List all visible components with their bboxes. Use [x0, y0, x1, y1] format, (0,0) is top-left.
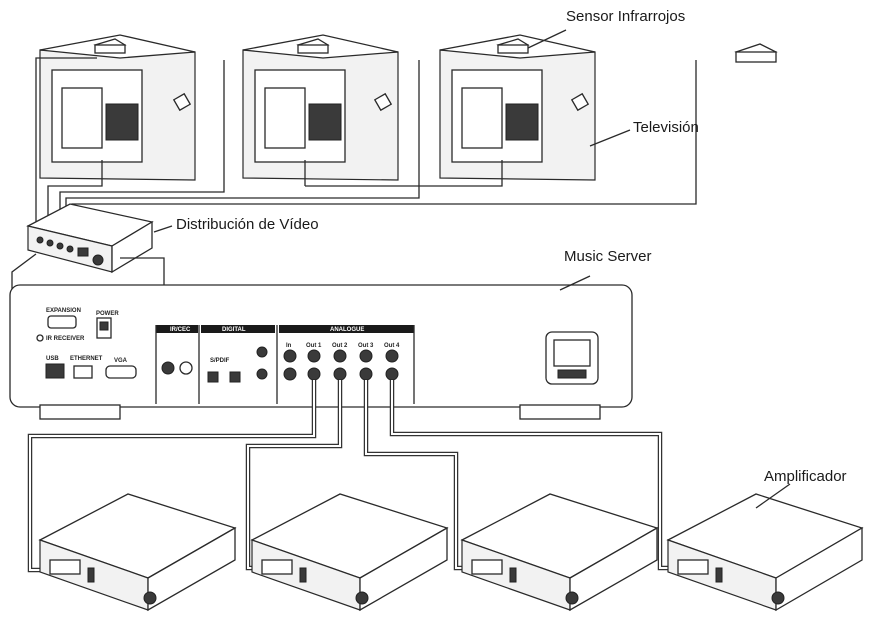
audio-cables: [27, 380, 674, 573]
amplifier-3: [460, 493, 659, 612]
analogue-label: ANALOGUE: [330, 327, 364, 333]
spdif-out-port: [229, 371, 241, 383]
spdif-in-port: [207, 371, 219, 383]
vga-port: [105, 365, 137, 379]
analogue-in-label: In: [286, 343, 292, 349]
power-socket: [545, 331, 599, 385]
ethernet-port: [73, 365, 93, 379]
digital-coax-1: [256, 346, 268, 358]
amp-3-connector: [471, 559, 503, 575]
spdif-label: S/PDIF: [210, 358, 230, 364]
ethernet-label: ETHERNET: [70, 356, 103, 362]
digital-coax-2: [256, 368, 268, 380]
amplifier-2: [250, 493, 449, 612]
amplifier-1: [38, 493, 237, 612]
out1-label: Out 1: [306, 343, 322, 349]
amplifier-4: [666, 493, 864, 612]
analogue-header: [279, 325, 414, 333]
vga-label: VGA: [114, 358, 128, 364]
ircec-header: [156, 325, 198, 333]
video-distribution-label: Distribución de Vídeo: [176, 216, 319, 233]
music-server-label: Music Server: [564, 248, 652, 265]
music-server: IR/CEC DIGITAL ANALOGUE EXPANSION POWER …: [9, 275, 633, 420]
video-distribution-box: [26, 203, 173, 274]
digital-label: DIGITAL: [222, 327, 246, 333]
ir-cec-port-2: [179, 361, 193, 375]
television-3: [439, 34, 596, 181]
usb-label: USB: [46, 356, 59, 362]
television-leader: [589, 129, 631, 147]
sensor-label: Sensor Infrarrojos: [566, 8, 686, 25]
amp-2-connector: [261, 559, 293, 575]
amplifier-label: Amplificador: [764, 468, 847, 485]
power-label: POWER: [96, 311, 119, 317]
television-1: [39, 34, 196, 181]
ir-cec-port-1: [161, 361, 175, 375]
ir-sensor-4: [734, 43, 778, 63]
television-label: Televisión: [633, 119, 699, 136]
ir-sensor-1: [93, 38, 127, 54]
out2-label: Out 2: [332, 343, 348, 349]
expansion-port: [47, 315, 77, 329]
ir-receiver-jack: [36, 334, 44, 342]
ircec-label: IR/CEC: [170, 327, 191, 333]
ir-sensor-2: [296, 38, 330, 54]
out3-label: Out 3: [358, 343, 374, 349]
television-2: [242, 34, 399, 181]
amp-4-connector: [677, 559, 709, 575]
analogue-ports: [283, 349, 399, 381]
usb-port: [45, 363, 65, 379]
sensor-leader: [527, 29, 567, 49]
ir-receiver-label: IR RECEIVER: [46, 336, 85, 342]
out4-label: Out 4: [384, 343, 400, 349]
digital-header: [201, 325, 275, 333]
amplifier-leader: [755, 483, 791, 509]
ir-sensor-3: [496, 38, 530, 54]
amp-1-connector: [49, 559, 81, 575]
expansion-label: EXPANSION: [46, 308, 81, 314]
